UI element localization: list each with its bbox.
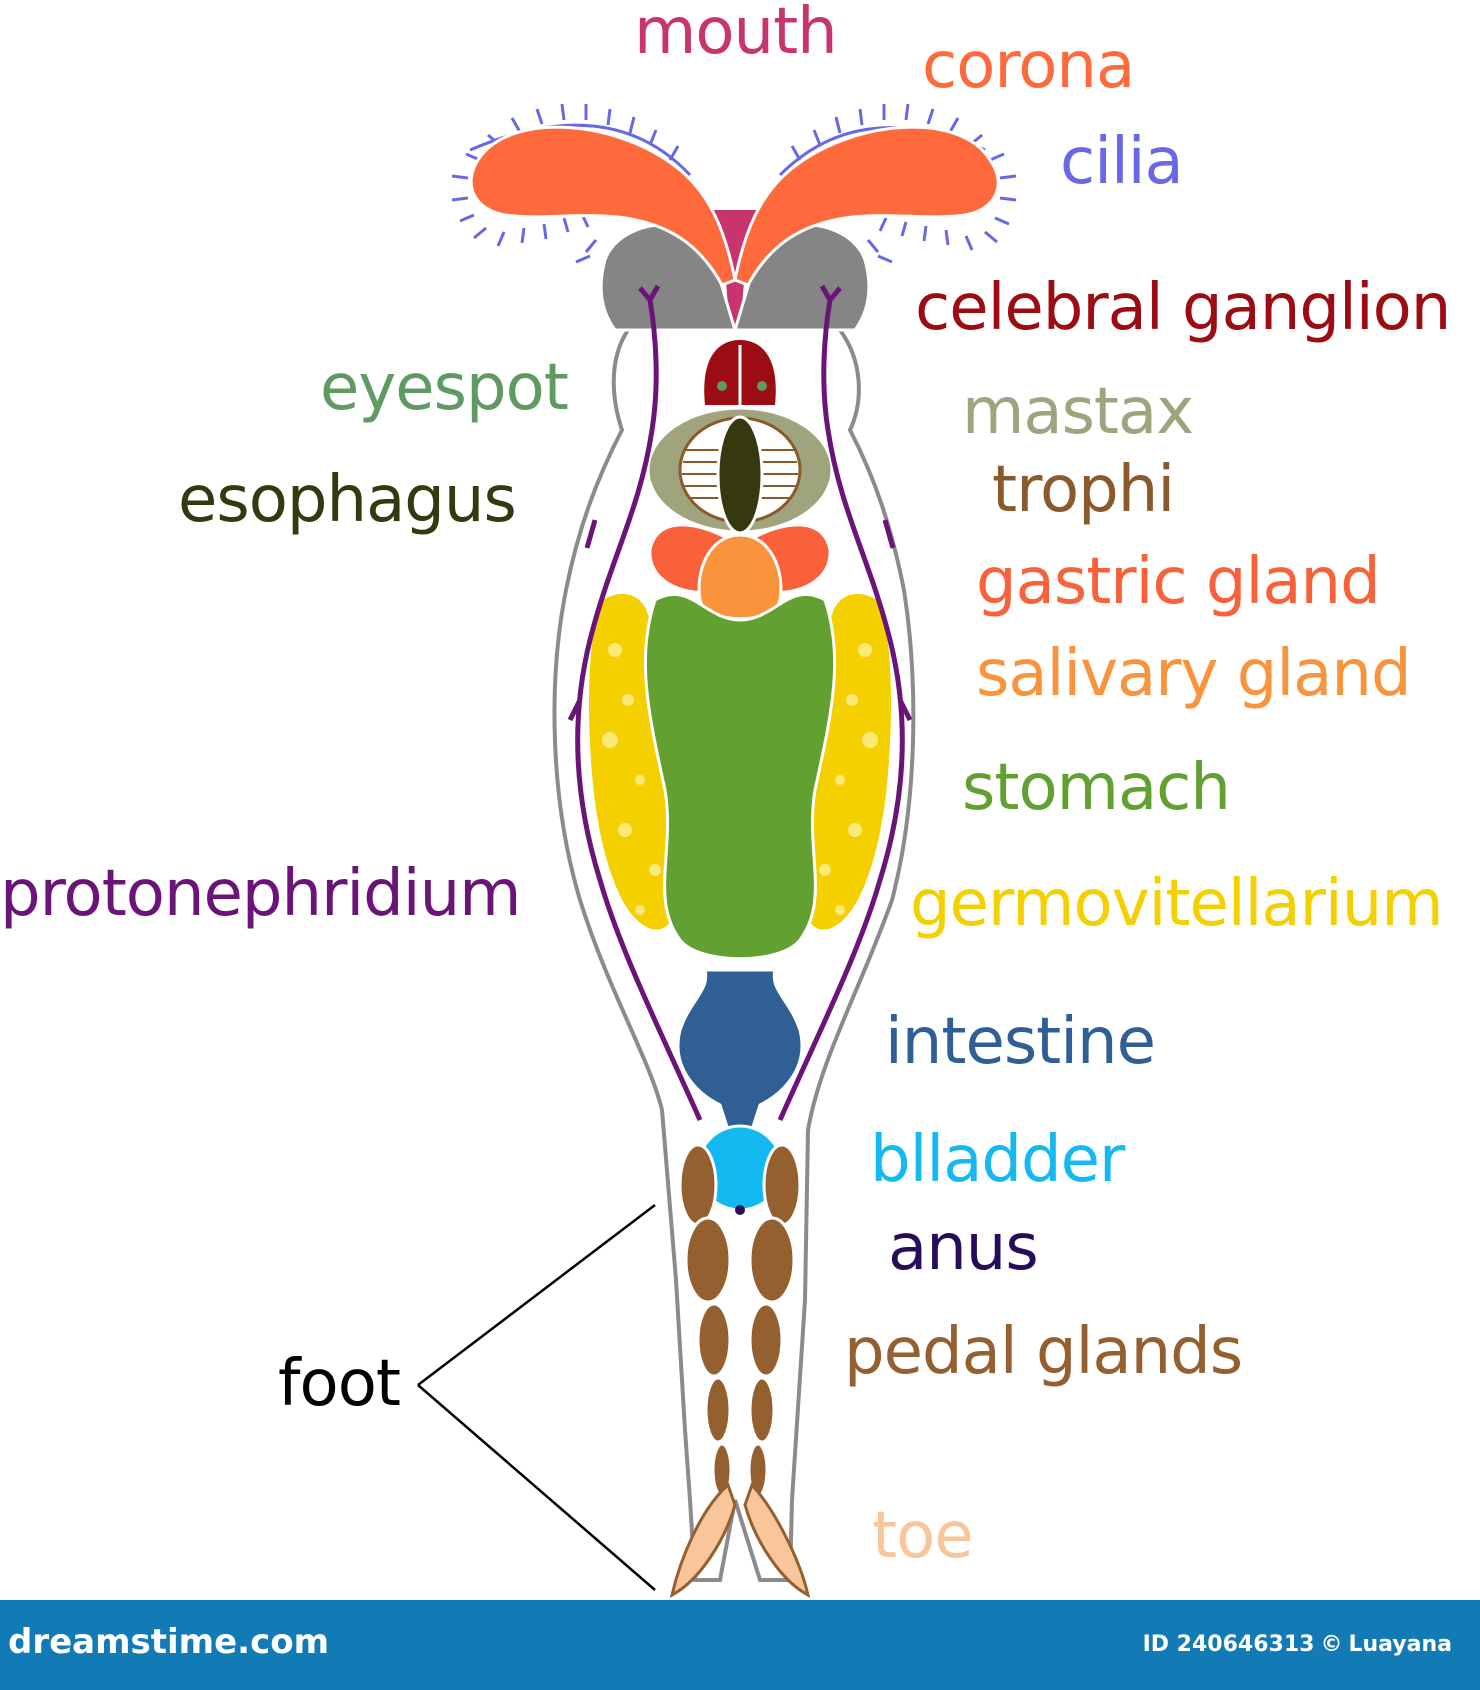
toe-right-shape (743, 1482, 811, 1598)
corona-right-lobe (733, 125, 1000, 287)
label-foot: foot (278, 1347, 401, 1421)
label-cilia: cilia (1060, 125, 1184, 199)
label-anus: anus (888, 1211, 1039, 1285)
eyespot-dot-right (757, 381, 767, 391)
label-esophagus: esophagus (178, 463, 517, 537)
copyright-icon: © (1320, 1632, 1343, 1657)
label-mastax: mastax (962, 375, 1194, 449)
label-bladder: blladder (870, 1123, 1125, 1197)
anus-shape (735, 1205, 745, 1215)
label-pedal-glands: pedal glands (844, 1315, 1243, 1389)
label-corona: corona (922, 29, 1135, 103)
stomach-shape (643, 592, 837, 961)
label-intestine: intestine (885, 1005, 1156, 1079)
label-germovitellarium: germovitellarium (910, 867, 1444, 941)
image-id: ID 240646313 (1142, 1632, 1315, 1657)
label-salivary-gland: salivary gland (976, 637, 1412, 711)
label-celebral-ganglion: celebral ganglion (915, 271, 1451, 345)
stock-footer-bar: dreamstime.com ID 240646313©Luayana (0, 1600, 1480, 1690)
foot-bracket (417, 1204, 656, 1591)
germovitellarium-spots (602, 643, 878, 915)
toe-left-shape (669, 1482, 737, 1598)
label-gastric-gland: gastric gland (976, 545, 1381, 619)
corona-left-lobe (469, 125, 737, 287)
cilia-right (778, 103, 1017, 264)
protonephridium-tubes (567, 284, 913, 1122)
eyespot-dot-left (717, 381, 727, 391)
label-stomach: stomach (962, 751, 1231, 825)
label-mouth: mouth (634, 0, 838, 69)
esophagus-shape (716, 415, 764, 535)
dreamstime-brand[interactable]: dreamstime.com (8, 1622, 330, 1662)
label-protonephridium: protonephridium (0, 857, 521, 931)
pedal-glands-shapes (678, 1143, 802, 1498)
image-author: Luayana (1348, 1632, 1452, 1657)
label-eyespot: eyespot (320, 351, 569, 425)
salivary-gland-shape (697, 533, 783, 621)
trophi-ridges (682, 449, 798, 499)
label-trophi: trophi (992, 453, 1175, 527)
label-toe: toe (872, 1499, 974, 1573)
rotifer-anatomy-diagram (417, 103, 1017, 1598)
image-credit: ID 240646313©Luayana (1143, 1632, 1452, 1657)
